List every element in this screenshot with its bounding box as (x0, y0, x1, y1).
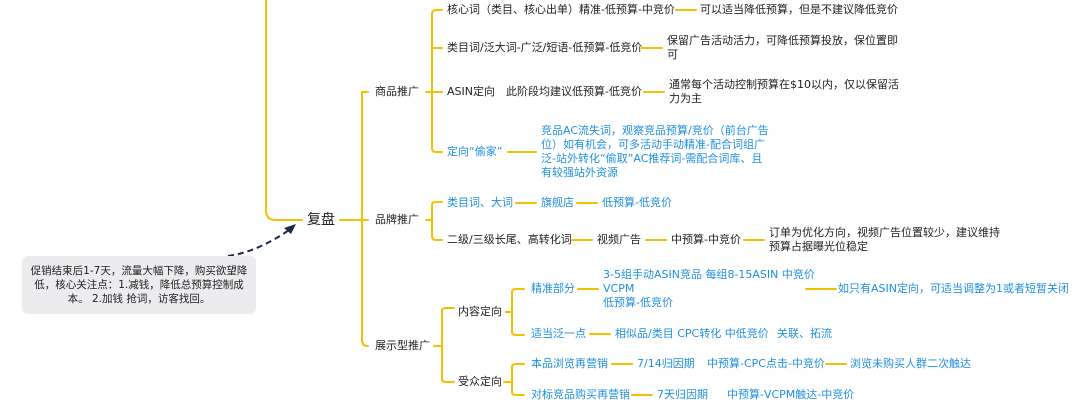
audience-competitor-attribution[interactable]: 7天归因期 (657, 388, 708, 401)
display-content-targeting[interactable]: 内容定向 (458, 305, 502, 318)
product-promo-node[interactable]: 商品推广 (375, 85, 419, 98)
product-asin-targeting-detail[interactable]: 通常每个活动控制预算在$10以内，仅以保留活力为主 (669, 78, 899, 105)
product-keyword-core-detail[interactable]: 可以适当降低预算，但是不建议降低竞价 (700, 3, 898, 16)
audience-remarketing-competitor[interactable]: 对标竞品购买再营销 (531, 388, 630, 401)
product-keyword-core[interactable]: 核心词（类目、核心出单）精准-低预算-中竞价 (447, 3, 675, 16)
display-precise-part[interactable]: 精准部分 (531, 282, 575, 295)
brand-promo-node[interactable]: 品牌推广 (375, 213, 419, 226)
brand-category-words[interactable]: 类目词、大词 (447, 196, 513, 209)
summary-note: 促销结束后1-7天，流量大幅下降，购买欲望降低，核心关注点：1.减钱，降低总预算… (22, 256, 256, 314)
brand-flagship-store[interactable]: 旗舰店 (541, 196, 574, 209)
display-precise-detail[interactable]: 如只有ASIN定向，可适当调整为1或者短暂关闭 (838, 282, 1069, 295)
product-steal-targeting[interactable]: 定向“偷家” (447, 145, 503, 158)
display-precise-line2[interactable]: VCPM (603, 282, 635, 295)
audience-own-budget[interactable]: 中预算-CPC点击-中竞价 (707, 357, 825, 370)
audience-own-attribution[interactable]: 7/14归因期 (637, 357, 695, 370)
root-node[interactable]: 复盘 (307, 212, 335, 228)
brand-video-ads[interactable]: 视频广告 (597, 233, 641, 246)
product-keyword-category[interactable]: 类目词/泛大词-广泛/短语-低预算-低竞价 (447, 41, 643, 54)
display-broad-expand[interactable]: 关联、拓流 (777, 327, 832, 340)
brand-video-detail[interactable]: 订单为优化方向，视频广告位置较少，建议维持预算占据曝光位稳定 (769, 226, 1000, 253)
audience-remarketing-own[interactable]: 本品浏览再营销 (531, 357, 608, 370)
product-keyword-category-detail[interactable]: 保留广告活动活力，可降低预算投放，保位置即可 (667, 34, 898, 61)
brand-longtail-words[interactable]: 二级/三级长尾、高转化词 (447, 233, 572, 246)
brand-flagship-budget[interactable]: 低预算-低竞价 (602, 196, 672, 209)
display-precise-line1[interactable]: 3-5组手动ASIN竞品 每组8-15ASIN 中竞价 (603, 268, 815, 281)
display-broad-part[interactable]: 适当泛一点 (531, 327, 586, 340)
product-steal-targeting-detail[interactable]: 竞品AC流失词，观察竞品预算/竞价（前台广告位）如有机会，可多活动手动精准-配合… (541, 124, 769, 179)
display-audience-targeting[interactable]: 受众定向 (458, 375, 502, 388)
display-promo-node[interactable]: 展示型推广 (375, 339, 430, 352)
brand-video-budget[interactable]: 中预算-中竞价 (671, 233, 741, 246)
audience-competitor-budget[interactable]: 中预算-VCPM触达-中竞价 (727, 388, 855, 401)
display-precise-line3[interactable]: 低预算-低竞价 (603, 296, 673, 309)
audience-own-detail[interactable]: 浏览未购买人群二次触达 (850, 357, 971, 370)
display-broad-similar[interactable]: 相似品/类目 CPC转化 中低竞价 (615, 327, 769, 340)
product-asin-targeting[interactable]: ASIN定向 此阶段均建议低预算-低竞价 (447, 85, 642, 98)
